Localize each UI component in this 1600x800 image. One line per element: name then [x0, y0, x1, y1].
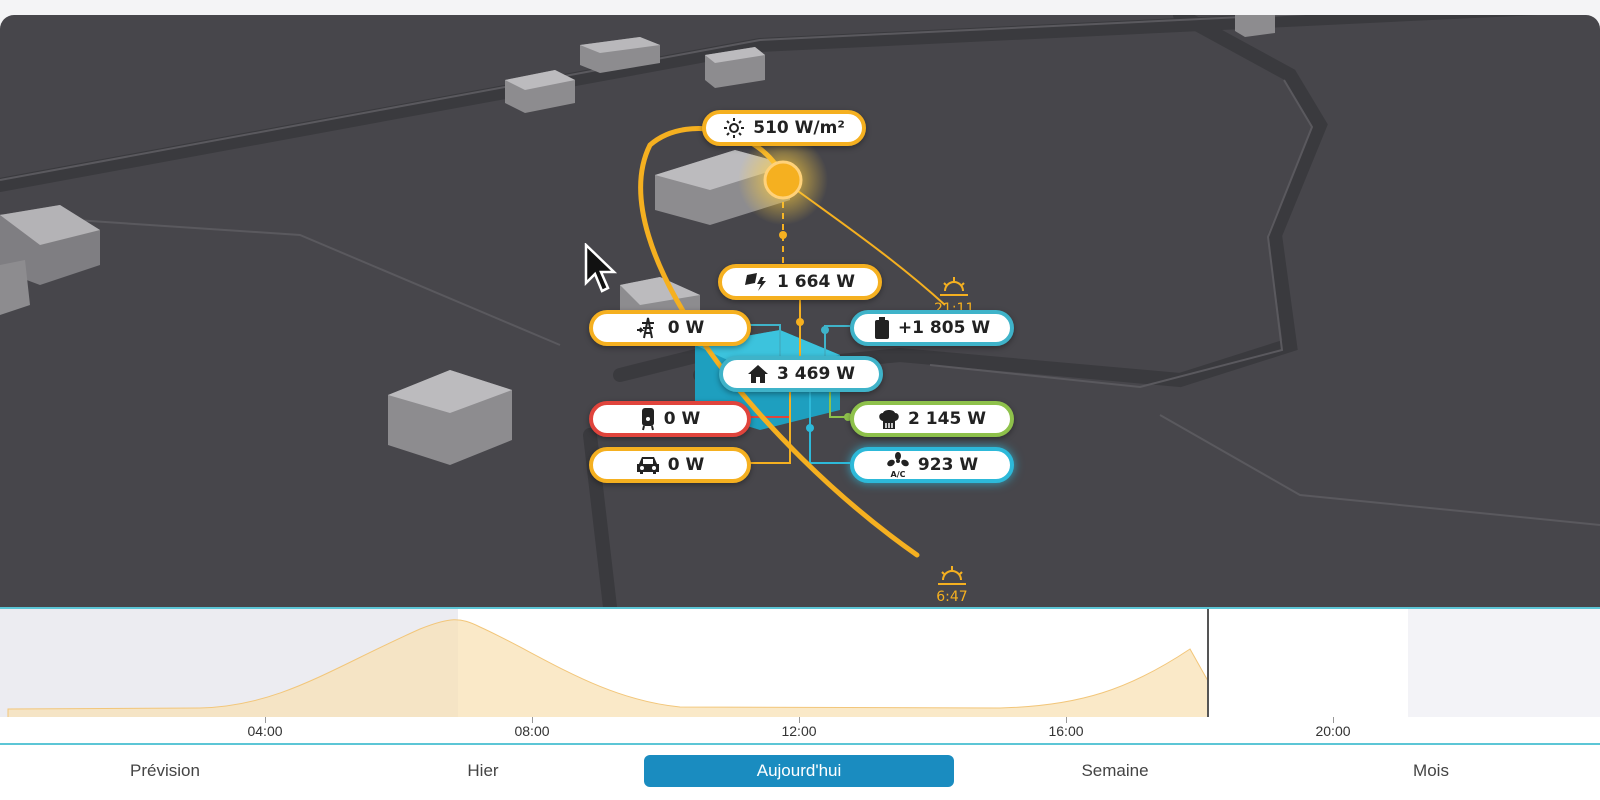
battery-icon — [874, 317, 889, 339]
tick-label: 12:00 — [781, 723, 817, 739]
water-heater-icon — [641, 408, 654, 431]
production-pill[interactable]: 1 664 W — [718, 264, 882, 300]
energy-timeline[interactable] — [0, 607, 1600, 730]
tab-week[interactable]: Semaine — [1081, 761, 1149, 780]
timeline-chart — [0, 609, 1600, 721]
svg-text:A/C: A/C — [890, 470, 905, 478]
timeline-future-shade — [1408, 609, 1600, 720]
building — [0, 205, 100, 315]
building — [1235, 15, 1275, 37]
tab-yesterday[interactable]: Hier — [467, 761, 499, 780]
energy-app: 21:11 6:47 510 W/m² 1 664 W 0 W +1 805 W… — [0, 15, 1600, 800]
battery-value: +1 805 W — [897, 318, 991, 338]
battery-pill[interactable]: +1 805 W — [850, 310, 1014, 346]
sun-marker[interactable] — [763, 160, 803, 200]
kitchen-pill[interactable]: 2 145 W — [850, 401, 1014, 437]
house-value: 3 469 W — [777, 364, 855, 384]
ac-pill[interactable]: A/C 923 W — [850, 447, 1014, 483]
boiler-pill[interactable]: 0 W — [589, 401, 751, 437]
time-axis: 04:00 08:00 12:00 16:00 20:00 — [0, 717, 1600, 745]
car-value: 0 W — [667, 455, 705, 475]
grid-value: 0 W — [667, 318, 705, 338]
tab-today[interactable]: Aujourd'hui — [644, 755, 954, 787]
map-scene — [0, 15, 1600, 607]
building — [580, 37, 660, 73]
fan-ac-icon: A/C — [887, 452, 909, 478]
ac-value: 923 W — [917, 455, 979, 475]
irradiance-value: 510 W/m² — [753, 118, 845, 138]
tick-label: 16:00 — [1048, 723, 1084, 739]
grid-pill[interactable]: 0 W — [589, 310, 751, 346]
period-tabs: Prévision Hier Aujourd'hui Semaine Mois — [0, 745, 1600, 800]
tick-label: 20:00 — [1315, 723, 1351, 739]
boiler-value: 0 W — [663, 409, 701, 429]
sun-icon — [724, 118, 745, 138]
house-icon — [748, 365, 769, 383]
sunset-icon — [940, 277, 968, 296]
house-pill[interactable]: 3 469 W — [719, 356, 883, 392]
production-curve — [7, 619, 1209, 721]
energy-map[interactable]: 21:11 6:47 510 W/m² 1 664 W 0 W +1 805 W… — [0, 15, 1600, 607]
car-pill[interactable]: 0 W — [589, 447, 751, 483]
tick-label: 08:00 — [514, 723, 550, 739]
kitchen-value: 2 145 W — [908, 409, 986, 429]
building — [705, 47, 765, 88]
mouse-cursor-icon — [584, 243, 618, 293]
building — [388, 370, 512, 465]
building — [505, 70, 575, 113]
tab-month[interactable]: Mois — [1413, 761, 1449, 780]
irradiance-pill[interactable]: 510 W/m² — [702, 110, 866, 146]
sunrise-time: 6:47 — [936, 589, 968, 605]
tab-forecast[interactable]: Prévision — [130, 761, 200, 780]
chef-hat-icon — [879, 410, 899, 429]
grid-pylon-icon — [636, 317, 654, 339]
car-icon — [636, 457, 659, 474]
sunrise-icon — [938, 566, 966, 585]
solar-panel-icon — [745, 273, 767, 291]
production-value: 1 664 W — [777, 272, 855, 292]
tick-label: 04:00 — [247, 723, 283, 739]
